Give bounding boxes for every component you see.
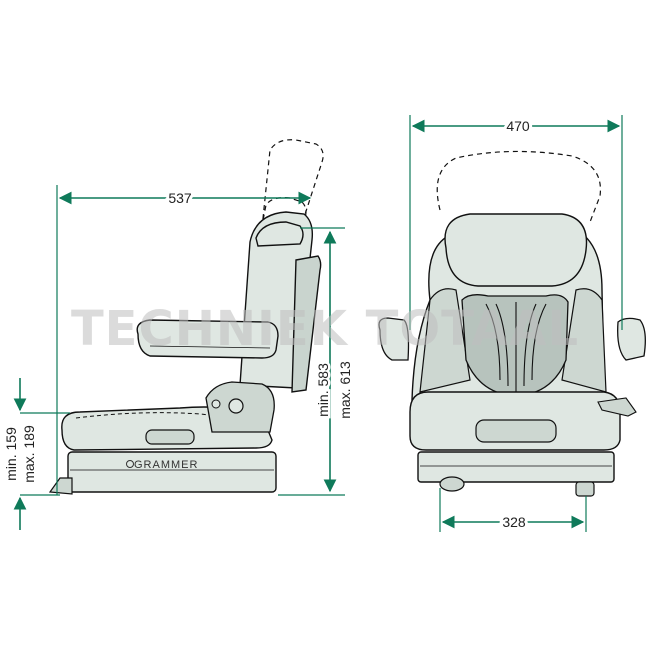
suspension-base-front [417,451,615,483]
front-view-seat [378,150,646,497]
dimension-base-width-label: 328 [502,514,526,530]
watermark: TECHNIEK TOTAAL [71,301,579,357]
armrest-left-front [378,317,410,361]
lever-grip [145,429,195,445]
lumbar-pad [461,294,569,397]
armrest-side [136,319,279,359]
suspension-base-side [67,451,277,493]
headrest-side [255,221,304,247]
dimension-seat-height: min. 583 max. 613 [278,227,353,496]
headrest-front [444,213,588,287]
seat-front-pad [475,419,557,443]
headrest-extended-outline [436,150,602,223]
dimension-suspension-max: max. 189 [21,425,37,483]
brand-logo-icon [126,460,134,468]
dimension-side-depth-label: 537 [168,190,192,206]
base-foot-left-front [439,476,465,492]
adjust-knob [228,398,244,414]
dimension-front-width-label: 470 [506,118,530,134]
brand-label: GRAMMER [134,459,198,471]
dimension-suspension: min. 159 max. 189 [3,378,70,530]
armrest-seam [149,345,271,349]
side-view-seat: GRAMMER [48,139,324,495]
dimension-front-width: 470 [409,115,623,330]
adjust-knob-small [211,399,221,409]
backrest-alt-position-outline [261,139,324,237]
dimension-suspension-min: min. 159 [3,427,19,481]
dimension-seat-height-min: min. 583 [315,363,331,417]
armrest-right-front [617,317,646,361]
base-foot-right-front [575,481,595,497]
dimension-side-depth: 537 [56,185,312,495]
side-lever-right [597,397,637,417]
lumbar-ribs [485,302,547,392]
base-foot-left [48,477,73,495]
dimension-base-width: 328 [439,488,587,533]
dimension-seat-height-max: max. 613 [337,361,353,419]
backrest-rear-panel [291,255,322,393]
